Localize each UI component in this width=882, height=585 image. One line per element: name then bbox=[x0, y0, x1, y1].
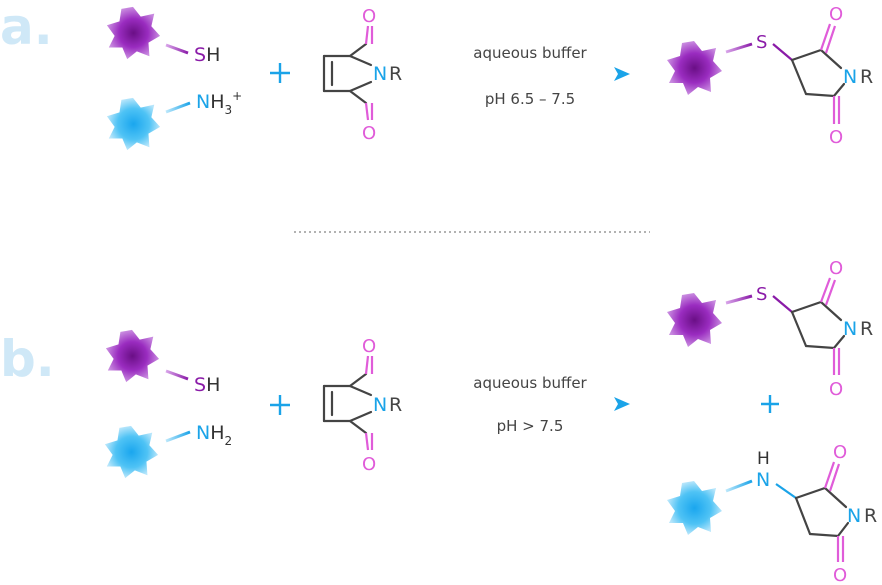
thiol-link-bond-b bbox=[165, 369, 189, 381]
product-a-oxygen-top: O bbox=[829, 4, 843, 25]
product-b1-oxygen-bottom: O bbox=[829, 379, 843, 400]
product-b2-hydrogen: H bbox=[757, 449, 770, 469]
thiol-molecule-blob-b bbox=[105, 329, 160, 383]
product-b2-amine-blob bbox=[667, 481, 722, 535]
product-b1-r-group: R bbox=[860, 318, 873, 340]
product-b1-sulfur: S bbox=[756, 284, 767, 305]
maleimide-a-r-group: R bbox=[389, 63, 402, 85]
product-b2-r-group: R bbox=[864, 505, 877, 527]
succinimide-b1: O O N R bbox=[772, 258, 873, 400]
maleimide-a: O O N R bbox=[322, 6, 402, 144]
conditions-b-buffer: aqueous buffer bbox=[473, 374, 587, 392]
product-b2-link bbox=[725, 479, 753, 493]
product-b2-oxygen-bottom: O bbox=[833, 565, 847, 585]
product-a-oxygen-bottom: O bbox=[829, 127, 843, 148]
thiol-label-b: SH bbox=[194, 374, 220, 396]
maleimide-a-nitrogen: N bbox=[373, 63, 387, 85]
product-a-sulfur: S bbox=[756, 32, 767, 53]
succinimide-b2: O O N R bbox=[775, 442, 877, 585]
product-a-nitrogen: N bbox=[843, 66, 857, 88]
plus-sign-b-products bbox=[761, 395, 779, 413]
succinimide-a: O O N R bbox=[772, 4, 873, 148]
amine-link-bond bbox=[165, 101, 191, 114]
thiol-label: SH bbox=[194, 44, 220, 66]
product-b2-ring-nitrogen: N bbox=[847, 505, 861, 527]
conditions-a-buffer: aqueous buffer bbox=[473, 44, 587, 62]
plus-sign-b bbox=[270, 395, 290, 415]
amine-molecule-blob bbox=[106, 97, 161, 151]
reaction-arrow-b bbox=[440, 397, 630, 411]
maleimide-b-oxygen-bottom: O bbox=[362, 454, 376, 475]
ammonium-label: NH3+ bbox=[196, 89, 242, 117]
maleimide-a-oxygen-bottom: O bbox=[362, 123, 376, 144]
product-b1-nitrogen: N bbox=[843, 318, 857, 340]
product-b1-link bbox=[725, 294, 753, 305]
maleimide-a-oxygen-top: O bbox=[362, 6, 376, 27]
conditions-a-ph: pH 6.5 – 7.5 bbox=[485, 90, 575, 108]
plus-sign-a bbox=[270, 63, 290, 83]
product-b2-oxygen-top: O bbox=[833, 442, 847, 463]
thiol-molecule-blob bbox=[106, 6, 161, 60]
amine-label-b: NH2 bbox=[196, 422, 232, 448]
maleimide-b-oxygen-top: O bbox=[362, 336, 376, 357]
amine-molecule-blob-b bbox=[104, 425, 159, 479]
product-a-link bbox=[725, 42, 753, 54]
product-a-r-group: R bbox=[860, 66, 873, 88]
conditions-b-ph: pH > 7.5 bbox=[497, 417, 564, 435]
maleimide-b-nitrogen: N bbox=[373, 394, 387, 416]
reaction-arrow-a bbox=[440, 67, 630, 81]
panel-label-b: b. bbox=[0, 330, 55, 388]
product-b1-oxygen-top: O bbox=[829, 258, 843, 279]
thiol-link-bond bbox=[165, 43, 189, 55]
product-a-thiol-blob bbox=[667, 41, 722, 95]
maleimide-b-r-group: R bbox=[389, 394, 402, 416]
panel-label-a: a. bbox=[0, 0, 53, 56]
amine-link-bond-b bbox=[165, 430, 191, 443]
product-b2-amine-nitrogen: N bbox=[756, 469, 770, 491]
maleimide-b: O O N R bbox=[322, 336, 402, 475]
product-b1-thiol-blob bbox=[667, 293, 722, 347]
